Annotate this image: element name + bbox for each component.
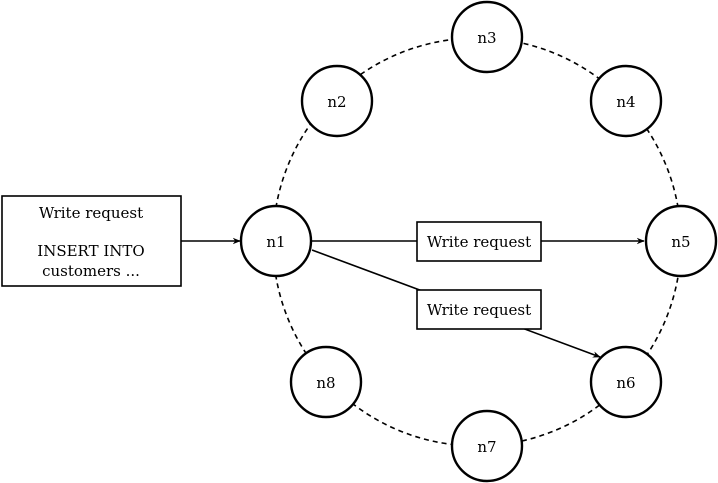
node-label-n7: n7 <box>477 438 496 456</box>
client-request-box: Write request INSERT INTO customers ... <box>1 195 182 287</box>
node-n3: n3 <box>450 0 524 74</box>
node-label-n6: n6 <box>616 374 635 392</box>
node-label-n3: n3 <box>477 29 496 47</box>
node-label-n8: n8 <box>316 374 335 392</box>
node-n2: n2 <box>300 64 374 138</box>
request-box-statement-line1: INSERT INTO <box>37 242 144 260</box>
edge-label-n5: Write request <box>427 233 531 251</box>
edge-label-n5-box: Write request <box>416 221 542 262</box>
edge-label-n6-box: Write request <box>416 289 542 330</box>
node-label-n2: n2 <box>327 93 346 111</box>
request-box-statement-line2: customers ... <box>42 262 140 280</box>
node-n7: n7 <box>450 409 524 483</box>
edge-label-n6: Write request <box>427 301 531 319</box>
node-n1: n1 <box>239 204 313 278</box>
node-label-n1: n1 <box>266 233 285 251</box>
request-box-title: Write request <box>39 204 143 222</box>
node-label-n4: n4 <box>616 93 635 111</box>
node-n5: n5 <box>644 204 718 278</box>
node-n6: n6 <box>589 345 663 419</box>
node-n8: n8 <box>289 345 363 419</box>
node-label-n5: n5 <box>671 233 690 251</box>
node-n4: n4 <box>589 64 663 138</box>
